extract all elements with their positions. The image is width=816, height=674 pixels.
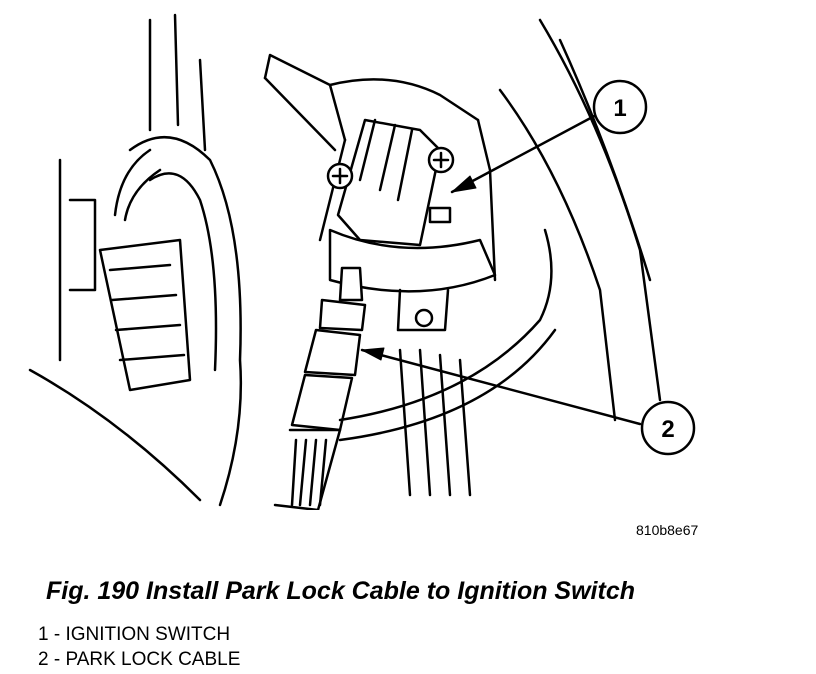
figure-caption: Fig. 190 Install Park Lock Cable to Igni… xyxy=(46,577,636,605)
leader-line-1 xyxy=(450,111,602,194)
figure-id: 810b8e67 xyxy=(636,522,699,538)
park-lock-cable xyxy=(273,266,367,510)
callout-2-number: 2 xyxy=(661,416,674,443)
legend: 1 - IGNITION SWITCH 2 - PARK LOCK CABLE xyxy=(38,622,240,672)
leader-line-2 xyxy=(360,347,642,426)
legend-item-1: 1 - IGNITION SWITCH xyxy=(38,624,231,645)
callout-1-number: 1 xyxy=(613,95,626,122)
steering-column-housing xyxy=(263,18,662,422)
ignition-switch xyxy=(326,118,497,332)
park-lock-cable-illustration: 1 2 xyxy=(28,13,696,510)
column-wiring xyxy=(338,228,557,497)
legend-item-2: 2 - PARK LOCK CABLE xyxy=(38,649,241,670)
wiring-harness xyxy=(28,13,243,507)
callout-2: 2 xyxy=(640,400,696,456)
callout-1: 1 xyxy=(592,79,648,135)
